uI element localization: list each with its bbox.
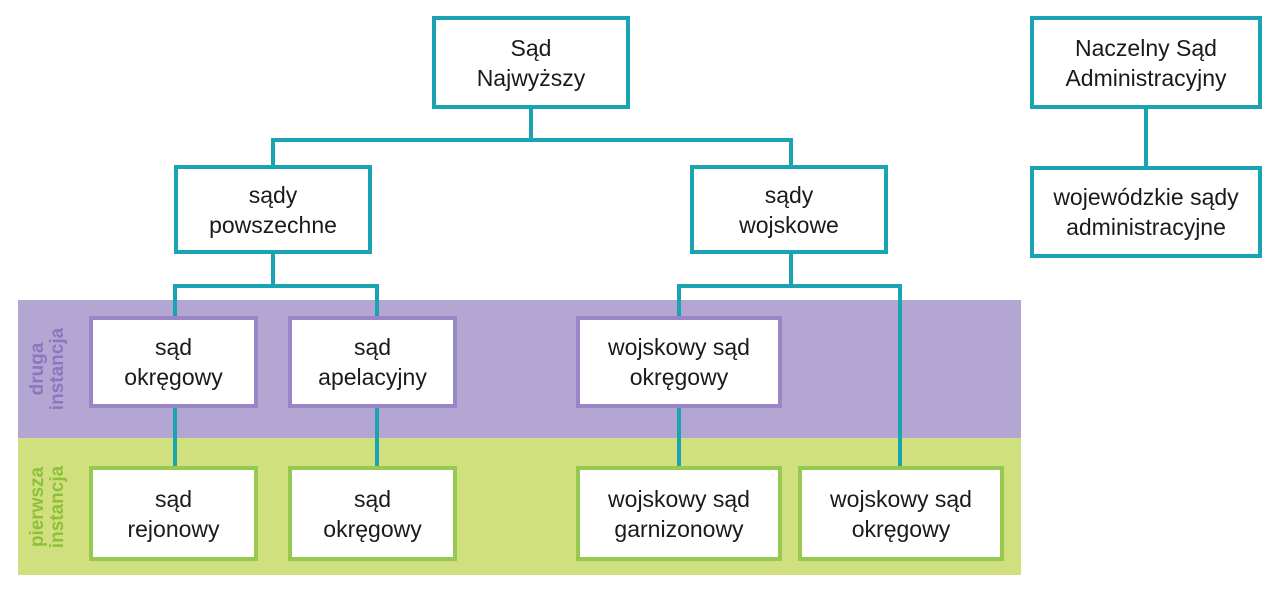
- connector-common-courts: [173, 254, 379, 316]
- regional-court-first-label: sąd okręgowy: [323, 485, 422, 542]
- connector-military-courts: [677, 254, 902, 466]
- supreme-court-label: Sąd Najwyższy: [476, 34, 586, 91]
- garrison-court-box: wojskowy sąd garnizonowy: [576, 466, 782, 561]
- military-regional-court-second-box: wojskowy sąd okręgowy: [576, 316, 782, 408]
- supreme-admin-court-box: Naczelny Sąd Administracyjny: [1030, 16, 1262, 109]
- common-courts-label: sądy powszechne: [209, 181, 337, 238]
- supreme-court-box: Sąd Najwyższy: [432, 16, 630, 109]
- district-court-box: sąd rejonowy: [89, 466, 258, 561]
- regional-court-second-box: sąd okręgowy: [89, 316, 258, 408]
- regional-court-second-label: sąd okręgowy: [124, 334, 223, 390]
- connector-supreme-to-chambers: [271, 109, 793, 165]
- appeal-court-label: sąd apelacyjny: [318, 334, 427, 390]
- appeal-court-box: sąd apelacyjny: [288, 316, 457, 408]
- regional-court-first-box: sąd okręgowy: [288, 466, 457, 561]
- military-courts-label: sądy wojskowe: [739, 181, 839, 238]
- military-courts-box: sądy wojskowe: [690, 165, 888, 254]
- military-regional-court-first-box: wojskowy sąd okręgowy: [798, 466, 1004, 561]
- common-courts-box: sądy powszechne: [174, 165, 372, 254]
- military-regional-court-second-label: wojskowy sąd okręgowy: [608, 334, 750, 390]
- military-regional-court-first-label: wojskowy sąd okręgowy: [830, 485, 972, 542]
- voivodeship-admin-courts-box: wojewódzkie sądy administracyjne: [1030, 166, 1262, 258]
- district-court-label: sąd rejonowy: [127, 485, 220, 542]
- supreme-admin-court-label: Naczelny Sąd Administracyjny: [1065, 34, 1227, 91]
- voivodeship-admin-courts-label: wojewódzkie sądy administracyjne: [1053, 184, 1239, 240]
- garrison-court-label: wojskowy sąd garnizonowy: [608, 485, 750, 542]
